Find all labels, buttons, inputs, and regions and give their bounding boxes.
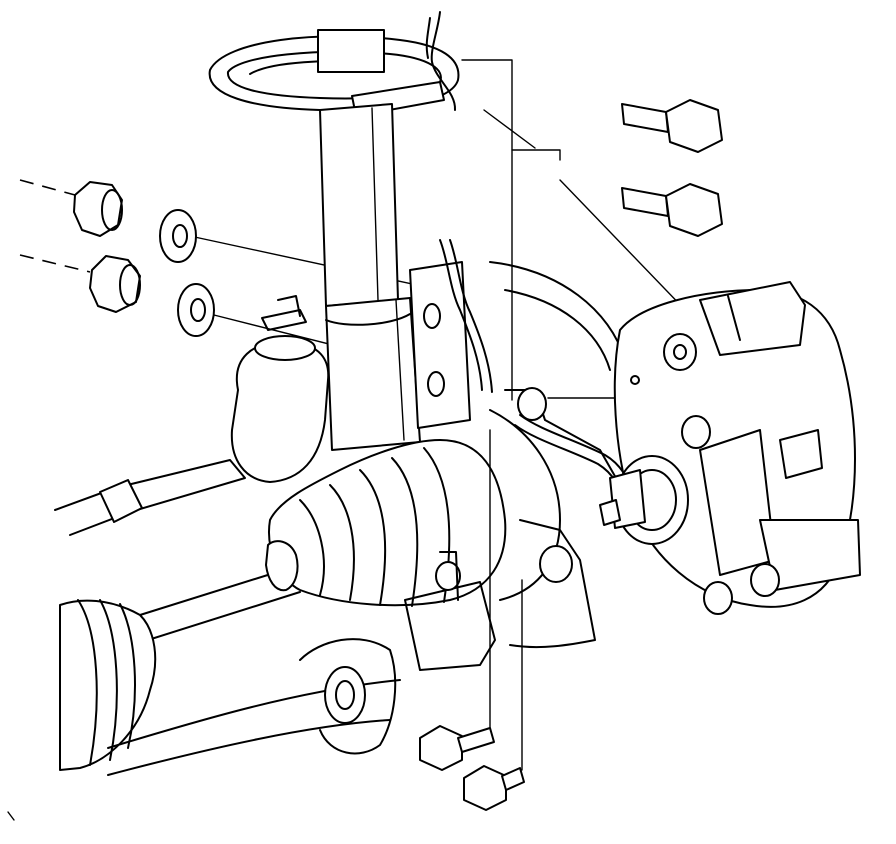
strut-to-knuckle-nuts [73, 181, 141, 313]
strut-assembly [319, 103, 493, 451]
corner-mark [7, 811, 15, 821]
caliper-mounting-bolts [621, 99, 723, 237]
bolt-leader-lines [461, 59, 691, 401]
washers [159, 209, 215, 337]
ball-joint-bolts [419, 429, 525, 811]
tie-rod-end [54, 295, 330, 536]
brake-hose [514, 414, 689, 545]
coil-spring-seat [208, 11, 460, 117]
lower-control-arm [107, 638, 401, 776]
drive-axle [139, 567, 301, 641]
brake-caliper [613, 281, 861, 615]
